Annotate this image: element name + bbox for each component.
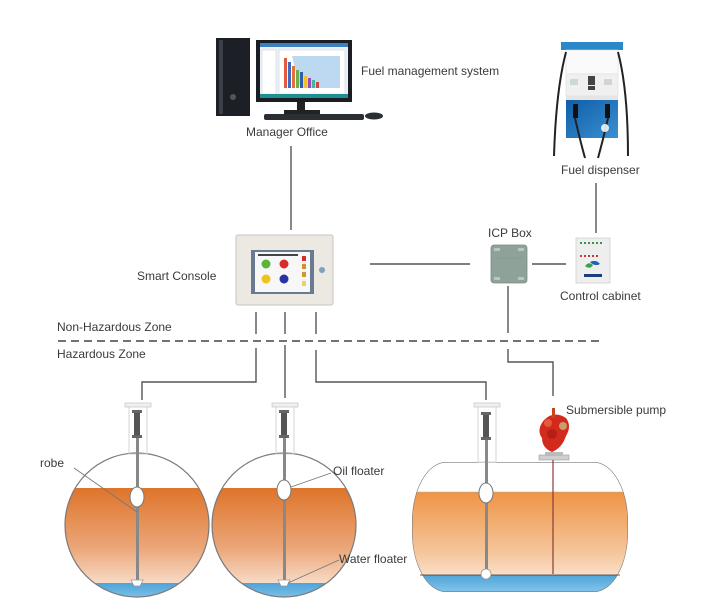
fuel-management-system-label: Fuel management system [361, 64, 500, 78]
manager-computer [216, 38, 383, 120]
submersible-pump-device [538, 408, 570, 574]
fuel-dispenser-label: Fuel dispenser [561, 163, 640, 177]
line-console-tank1 [141, 348, 257, 400]
connection-lines [141, 146, 597, 400]
probe-label: robe [40, 456, 65, 470]
line-console-tank3 [315, 350, 487, 400]
hazardous-zone-label: Hazardous Zone [57, 347, 146, 361]
water-floater-leader-line [287, 559, 340, 584]
line-icp-pump [507, 349, 554, 396]
icp-box-device [490, 244, 528, 284]
water-floater-label: Water floater [339, 552, 408, 566]
smart-console-device [235, 234, 334, 306]
manager-office-label: Manager Office [246, 125, 328, 139]
control-cabinet-device [575, 237, 611, 284]
keyboard [264, 114, 364, 120]
smart-console-label: Smart Console [137, 269, 217, 283]
fuel-dispenser [553, 42, 629, 159]
tank-2 [211, 402, 357, 598]
control-cabinet-label: Control cabinet [560, 289, 641, 303]
oil-floater-label: Oil floater [333, 464, 385, 478]
tank-1 [64, 402, 210, 598]
mouse [365, 112, 383, 120]
submersible-pump-label: Submersible pump [566, 403, 667, 417]
non-hazardous-zone-label: Non-Hazardous Zone [57, 320, 172, 334]
icp-box-label: ICP Box [488, 226, 532, 240]
probe-leader-line [73, 467, 138, 513]
oil-floater-leader-line [290, 472, 332, 488]
tank-3 [412, 402, 628, 592]
